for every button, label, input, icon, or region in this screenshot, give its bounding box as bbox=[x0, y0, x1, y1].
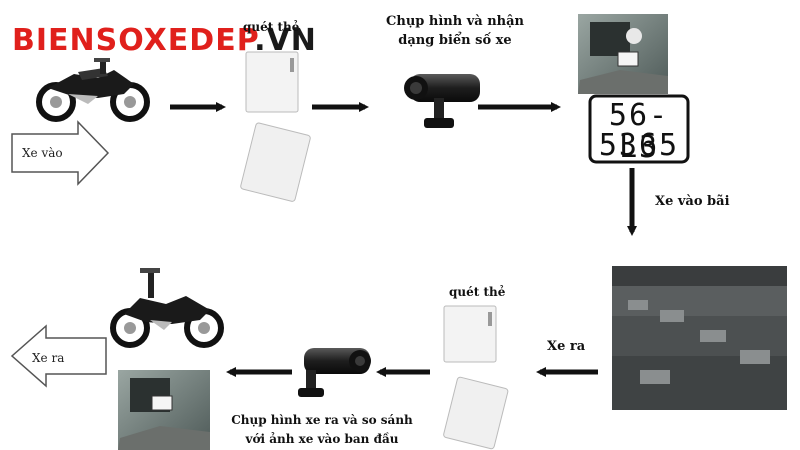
camera-out-icon bbox=[298, 348, 371, 397]
exit-arrow-label: Xe ra bbox=[32, 351, 65, 365]
enter-arrow-shape bbox=[11, 120, 110, 186]
exit-arrow-shape bbox=[10, 324, 107, 388]
enter-arrow-label: Xe vào bbox=[22, 146, 63, 160]
rfid-card-top-tilted-icon bbox=[240, 122, 311, 202]
rfid-card-top-icon bbox=[245, 51, 299, 113]
rfid-card-bottom-icon bbox=[443, 305, 497, 363]
plate-line1: 56-L3 bbox=[608, 98, 670, 165]
motorbike-out-icon bbox=[110, 268, 224, 348]
camera-out-label-line2: với ảnh xe vào ban đầu bbox=[245, 432, 399, 446]
camera-in-icon bbox=[404, 74, 480, 128]
park-label: Xe vào bãi bbox=[655, 194, 730, 209]
plate-line2: 5365 bbox=[598, 128, 680, 163]
rfid-card-bottom-tilted-icon bbox=[443, 376, 509, 450]
brand-name: BIENSOXEDEP bbox=[12, 23, 255, 58]
exit-label: Xe ra bbox=[547, 339, 586, 354]
scan-card-in-label: quét thẻ bbox=[243, 20, 300, 34]
license-plate bbox=[588, 94, 690, 164]
camera-out-label: Chụp hình xe ra và so sánh với ảnh xe và… bbox=[222, 411, 422, 449]
motorbike-in-icon bbox=[36, 58, 150, 122]
brand-logo: BIENSOXEDEP.VN bbox=[12, 24, 317, 58]
camera-out-label-line1: Chụp hình xe ra và so sánh bbox=[231, 413, 413, 427]
scan-card-out-label: quét thẻ bbox=[449, 285, 506, 299]
parking-lot-photo bbox=[612, 266, 787, 410]
entry-photo bbox=[578, 14, 668, 94]
exit-photo bbox=[118, 370, 210, 450]
brand-tld: .VN bbox=[254, 23, 317, 58]
camera-in-label: Chụp hình và nhận dạng biển số xe bbox=[386, 14, 524, 48]
